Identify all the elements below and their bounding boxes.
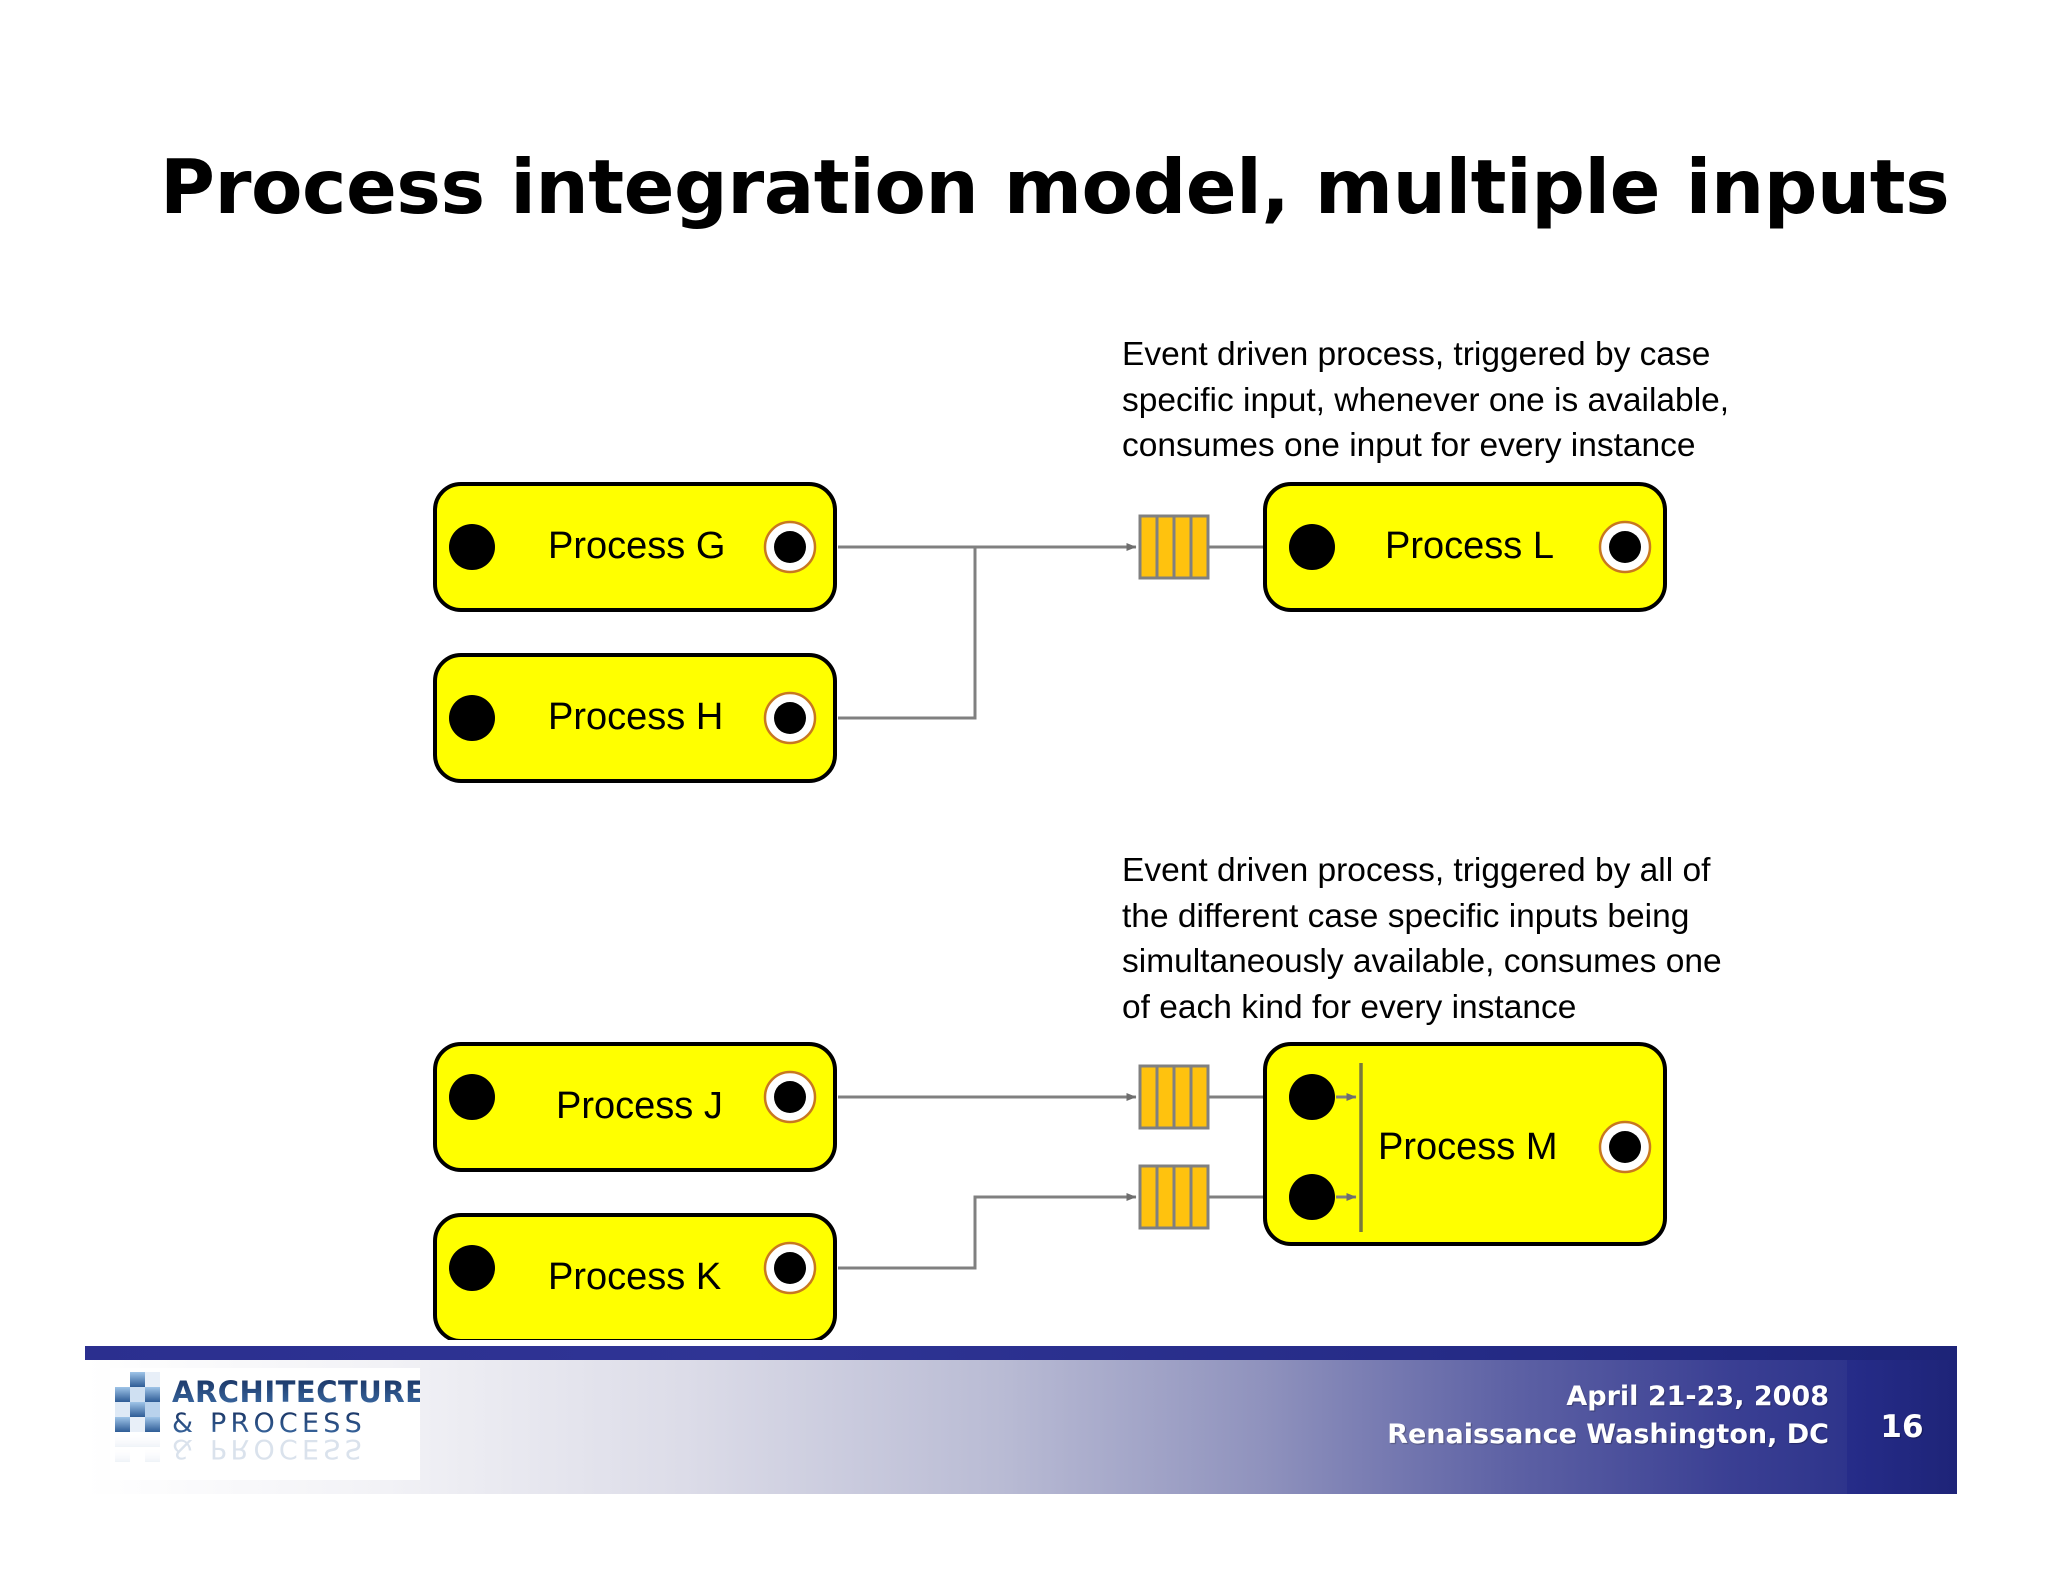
footer-event-info: April 21-23, 2008 Renaissance Washington…: [1387, 1378, 1829, 1455]
page-title: Process integration model, multiple inpu…: [160, 143, 1950, 231]
process-integration-diagram: [433, 482, 1667, 1340]
process-l-output-port-dot: [1609, 531, 1641, 563]
logo-text-line1: ARCHITECTURE: [172, 1375, 420, 1409]
process-box-m[interactable]: [1263, 1042, 1667, 1246]
process-m-input-port-1: [1289, 1074, 1335, 1120]
process-k-input-port: [449, 1245, 495, 1291]
process-h-output-port-dot: [774, 702, 806, 734]
process-box-h[interactable]: [433, 653, 837, 783]
footer-event-venue: Renaissance Washington, DC: [1387, 1419, 1829, 1451]
process-m-input-port-2: [1289, 1174, 1335, 1220]
process-g-input-port: [449, 524, 495, 570]
process-g-label: Process G: [548, 525, 726, 567]
annotation-event-driven-single-input: Event driven process, triggered by case …: [1122, 336, 1730, 465]
architecture-and-process-logo: ARCHITECTURE & PROCESS & PROCESS: [110, 1368, 420, 1480]
conn-K-to-queue: [838, 1193, 1137, 1270]
queue-gh-to-l: [1138, 514, 1210, 580]
process-j-output-port-dot: [774, 1081, 806, 1113]
footer-page-block: [1847, 1360, 1957, 1494]
process-box-g[interactable]: [433, 482, 837, 612]
process-h-input-port: [449, 695, 495, 741]
logo-text-line2: & PROCESS: [172, 1408, 366, 1439]
process-m-label: Process M: [1378, 1126, 1558, 1168]
process-j-label: Process J: [556, 1085, 723, 1127]
process-l-label: Process L: [1385, 525, 1554, 567]
process-k-output-port-dot: [774, 1252, 806, 1284]
process-box-j[interactable]: [433, 1042, 837, 1172]
conn-H-to-queue: [838, 547, 977, 720]
process-box-k[interactable]: [433, 1213, 837, 1340]
queue-k-to-m: [1138, 1164, 1210, 1230]
svg-text:& PROCESS: & PROCESS: [172, 1433, 366, 1464]
process-h-label: Process H: [548, 696, 724, 738]
page-number: 16: [1880, 1409, 1924, 1445]
queue-j-to-m: [1138, 1064, 1210, 1130]
process-g-output-port-dot: [774, 531, 806, 563]
process-m-output-port-dot: [1609, 1131, 1641, 1163]
process-box-l[interactable]: [1263, 482, 1667, 612]
process-l-input-port: [1289, 524, 1335, 570]
slide-footer: ARCHITECTURE & PROCESS & PROCESS April 2…: [85, 1346, 1957, 1494]
process-j-input-port: [449, 1074, 495, 1120]
annotation-event-driven-multi-input: Event driven process, triggered by all o…: [1122, 852, 1722, 1026]
process-k-label: Process K: [548, 1256, 722, 1298]
footer-event-date: April 21-23, 2008: [1566, 1381, 1829, 1412]
logo-checkerboard-icon: [115, 1372, 160, 1462]
footer-top-bar: [85, 1346, 1957, 1360]
